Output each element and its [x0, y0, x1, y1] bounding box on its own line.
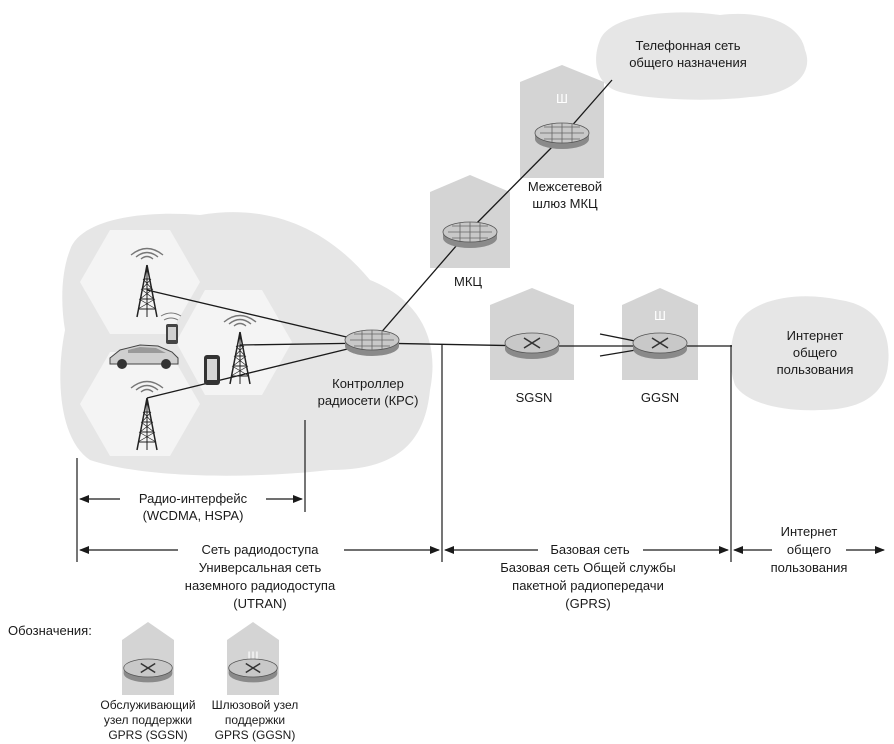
- pstn-label-2: общего назначения: [629, 55, 747, 70]
- router-msc: [442, 221, 498, 249]
- gateway-msc-label-2: шлюз МКЦ: [532, 196, 598, 211]
- inet-label-2: общего: [787, 542, 831, 557]
- link-tower1-rnc: [146, 289, 373, 344]
- ran-label-4: (UTRAN): [233, 596, 286, 611]
- radio-if-label-2: (WCDMA, HSPA): [143, 508, 244, 523]
- legend-title: Обозначения:: [8, 623, 92, 638]
- ggsn-label: GGSN: [641, 390, 679, 405]
- sgsn-label: SGSN: [516, 390, 553, 405]
- router-sgsn: [504, 332, 560, 360]
- rnc-label-2: радиосети (КРС): [318, 393, 419, 408]
- phone-near-car-icon: [160, 312, 182, 344]
- house-mark-ggsn: Ш: [654, 308, 666, 323]
- legend-sgsn-label-3: GPRS (SGSN): [108, 728, 187, 742]
- link-rnc-msc: [371, 229, 471, 344]
- router-ggsn: [632, 332, 688, 360]
- ran-label-2: Универсальная сеть: [199, 560, 322, 575]
- msc-label: МКЦ: [454, 274, 482, 289]
- cell-hex-bottom: [80, 352, 200, 456]
- router-rnc: [344, 329, 400, 357]
- core-label-4: (GPRS): [565, 596, 611, 611]
- core-label-3: пакетной радиопередачи: [512, 578, 664, 593]
- rnc-label-1: Контроллер: [332, 376, 404, 391]
- legend-ggsn-label-3: GPRS (GGSN): [215, 728, 296, 742]
- core-label-1: Базовая сеть: [550, 542, 630, 557]
- legend-house-sgsn: [122, 622, 174, 695]
- legend-ggsn-label-1: Шлюзовой узел: [212, 698, 299, 712]
- legend-sgsn-label-1: Обслуживающий: [100, 698, 195, 712]
- car-icon: [109, 344, 179, 369]
- house-gateway-msc: [520, 65, 604, 178]
- internet-label-3: пользования: [777, 362, 854, 377]
- radio-if-label-1: Радио-интерфейс: [139, 491, 248, 506]
- router-gateway-msc: [534, 122, 590, 150]
- house-msc: [430, 175, 510, 268]
- inet-label-1: Интернет: [781, 524, 838, 539]
- pstn-cloud: [596, 12, 808, 100]
- legend-router-ggsn: [228, 658, 278, 683]
- pstn-label-1: Телефонная сеть: [635, 38, 740, 53]
- inet-label-3: пользования: [771, 560, 848, 575]
- core-label-2: Базовая сеть Общей службы: [500, 560, 676, 575]
- link-tower3-rnc: [146, 342, 373, 399]
- legend-house-mark: Ш: [248, 649, 259, 663]
- internet-cloud: [730, 296, 889, 411]
- legend-sgsn-label-2: узел поддержки: [104, 713, 192, 727]
- ran-label-3: наземного радиодоступа: [185, 578, 336, 593]
- gateway-msc-label-1: Межсетевой: [528, 179, 602, 194]
- ran-label-1: Сеть радиодоступа: [202, 542, 320, 557]
- cell-hex-top: [80, 230, 200, 334]
- legend-router-sgsn: [123, 658, 173, 683]
- internet-label-1: Интернет: [787, 328, 844, 343]
- legend-ggsn-label-2: поддержки: [225, 713, 285, 727]
- internet-label-2: общего: [793, 345, 837, 360]
- phone-icon: [204, 355, 220, 385]
- house-mark-gateway: Ш: [556, 91, 568, 106]
- link-msc-gateway: [469, 136, 563, 231]
